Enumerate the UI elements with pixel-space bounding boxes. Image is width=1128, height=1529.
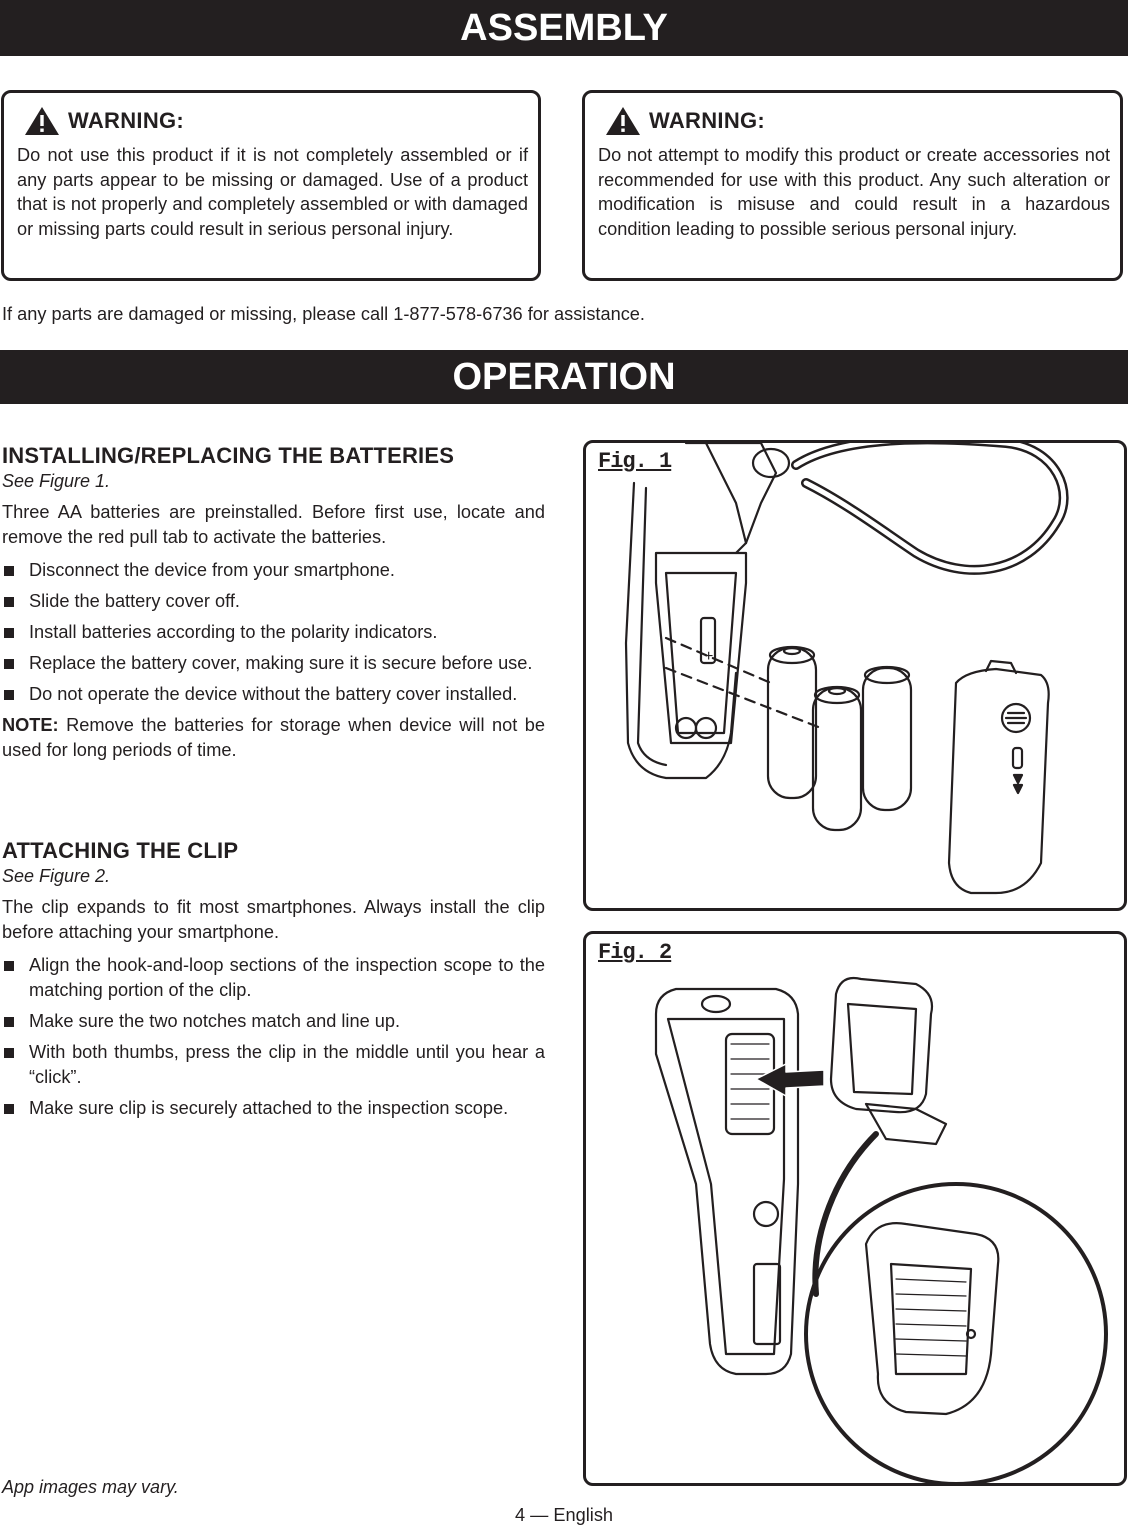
bullet-square-icon bbox=[4, 961, 14, 971]
warning-label: WARNING: bbox=[649, 108, 766, 133]
see-figure-2: See Figure 2. bbox=[2, 866, 111, 886]
battery-installation-illustration: + bbox=[624, 443, 1069, 895]
operation-banner: OPERATION bbox=[0, 350, 1128, 404]
warning-box-right: WARNING: Do not attempt to modify this p… bbox=[582, 90, 1123, 281]
operation-title: OPERATION bbox=[452, 356, 676, 398]
page-number: 4 — English bbox=[514, 1505, 614, 1525]
bullet-square-icon bbox=[4, 597, 14, 607]
assistance-text: If any parts are damaged or missing, ple… bbox=[2, 304, 645, 324]
batteries-intro: Three AA batteries are preinstalled. Bef… bbox=[2, 502, 545, 547]
figure-2: Fig. 2 bbox=[583, 931, 1127, 1486]
bullet-square-icon bbox=[4, 659, 14, 669]
bullet-square-icon bbox=[4, 628, 14, 638]
assembly-title: ASSEMBLY bbox=[460, 7, 668, 49]
bullet-square-icon bbox=[4, 566, 14, 576]
list-item: Install batteries according to the polar… bbox=[2, 620, 545, 645]
list-item: With both thumbs, press the clip in the … bbox=[2, 1040, 545, 1090]
list-item: Make sure the two notches match and line… bbox=[2, 1009, 545, 1034]
list-item: Make sure clip is securely attached to t… bbox=[2, 1096, 545, 1121]
warning-text: Do not attempt to modify this product or… bbox=[598, 145, 1110, 239]
bullet-square-icon bbox=[4, 1048, 14, 1058]
batteries-heading: INSTALLING/REPLACING THE BATTERIES bbox=[2, 443, 455, 468]
clip-attachment-illustration bbox=[654, 976, 1108, 1483]
batteries-section: INSTALLING/REPLACING THE BATTERIES See F… bbox=[2, 443, 545, 763]
list-item: Do not operate the device without the ba… bbox=[2, 682, 545, 707]
clip-heading: ATTACHING THE CLIP bbox=[2, 838, 239, 863]
warning-triangle-icon bbox=[606, 107, 640, 135]
list-item: Slide the battery cover off. bbox=[2, 589, 545, 614]
bullet-square-icon bbox=[4, 1104, 14, 1114]
clip-section: ATTACHING THE CLIP See Figure 2. The cli… bbox=[2, 838, 545, 1127]
list-item: Replace the battery cover, making sure i… bbox=[2, 651, 545, 676]
batteries-note: NOTE: Remove the batteries for storage w… bbox=[2, 713, 545, 763]
list-item: Align the hook-and-loop sections of the … bbox=[2, 953, 545, 1003]
note-text: Remove the batteries for storage when de… bbox=[2, 715, 545, 760]
warning-box-left: WARNING: Do not use this product if it i… bbox=[1, 90, 541, 281]
warning-triangle-icon bbox=[25, 107, 59, 135]
bullet-square-icon bbox=[4, 690, 14, 700]
app-images-note: App images may vary. bbox=[2, 1477, 179, 1497]
figure-2-label: Fig. 2 bbox=[598, 940, 672, 965]
list-item: Disconnect the device from your smartpho… bbox=[2, 558, 545, 583]
assembly-banner: ASSEMBLY bbox=[0, 0, 1128, 56]
warning-label: WARNING: bbox=[68, 108, 185, 133]
see-figure-1: See Figure 1. bbox=[2, 471, 111, 491]
figure-1: Fig. 1 + bbox=[583, 440, 1127, 911]
svg-text:+: + bbox=[704, 648, 713, 665]
clip-intro: The clip expands to fit most smartphones… bbox=[2, 897, 545, 942]
bullet-square-icon bbox=[4, 1017, 14, 1027]
note-label: NOTE: bbox=[2, 715, 59, 735]
clip-steps: Align the hook-and-loop sections of the … bbox=[2, 953, 545, 1121]
figure-1-label: Fig. 1 bbox=[598, 449, 672, 474]
warning-text: Do not use this product if it is not com… bbox=[17, 145, 528, 239]
batteries-steps: Disconnect the device from your smartpho… bbox=[2, 558, 545, 707]
